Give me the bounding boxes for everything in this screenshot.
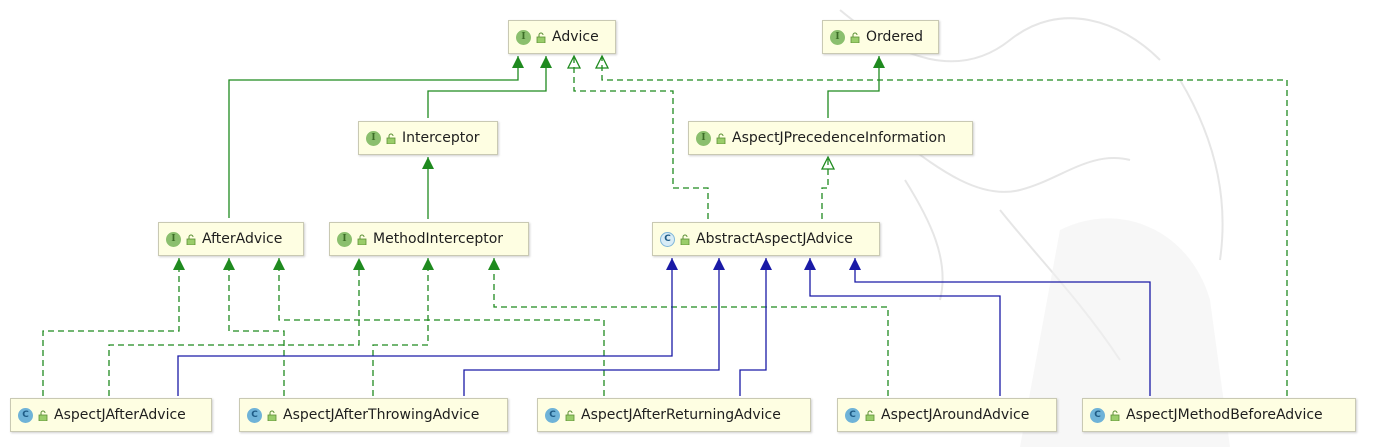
arrowhead (594, 54, 610, 69)
node-aspectj-after-returning-advice[interactable]: C AspectJAfterReturningAdvice (537, 398, 811, 432)
node-label: Ordered (866, 29, 923, 45)
interface-icon: I (366, 130, 381, 146)
edge-after-throwing-abstract (463, 258, 720, 396)
unlock-icon (267, 410, 277, 421)
edge-after-advice-abstract (177, 258, 673, 396)
edge-abstract-precedence (821, 157, 829, 219)
node-aspectj-after-throwing-advice[interactable]: C AspectJAfterThrowingAdvice (239, 398, 508, 432)
arrowhead (760, 258, 772, 270)
unlock-icon (1110, 410, 1120, 421)
arrowhead (422, 258, 434, 270)
node-abstract-aspectj-advice[interactable]: C AbstractAspectJAdvice (652, 222, 880, 256)
node-advice[interactable]: I Advice (508, 20, 616, 54)
arrowhead (666, 258, 678, 270)
edge-precedence-ordered (827, 56, 880, 118)
interface-icon: I (830, 29, 845, 45)
arrowhead (540, 56, 552, 68)
unlock-icon (680, 234, 690, 245)
node-interceptor[interactable]: I Interceptor (358, 121, 498, 155)
edge-after-advice-methodinterceptor (108, 258, 360, 396)
node-label: AspectJMethodBeforeAdvice (1126, 407, 1323, 423)
arrowhead (873, 56, 885, 68)
interface-icon: I (337, 231, 352, 247)
node-after-advice[interactable]: I AfterAdvice (158, 222, 304, 256)
interface-icon: I (516, 29, 531, 45)
class-icon: C (1090, 407, 1105, 423)
edge-before-abstract (854, 258, 1151, 396)
class-icon: C (247, 407, 262, 423)
node-aspectj-after-advice[interactable]: C AspectJAfterAdvice (10, 398, 212, 432)
class-icon: C (545, 407, 560, 423)
node-label: Interceptor (402, 130, 480, 146)
unlock-icon (186, 234, 196, 245)
node-label: AspectJAfterReturningAdvice (581, 407, 781, 423)
arrowhead (422, 157, 434, 169)
unlock-icon (716, 133, 726, 144)
node-label: AfterAdvice (202, 231, 283, 247)
node-label: AspectJAfterAdvice (54, 407, 186, 423)
arrowhead (566, 54, 582, 69)
node-label: AbstractAspectJAdvice (696, 231, 853, 247)
edge-after-throwing-methodinterceptor (372, 258, 429, 396)
abstract-class-icon: C (660, 231, 675, 247)
edge-after-advice-afteradvice (42, 258, 180, 396)
class-icon: C (845, 407, 860, 423)
arrowhead (273, 258, 285, 270)
arrowhead (353, 258, 365, 270)
edge-after-returning-afteradvice (278, 258, 605, 396)
unlock-icon (536, 32, 546, 43)
node-aspectj-around-advice[interactable]: C AspectJAroundAdvice (837, 398, 1057, 432)
arrowhead (512, 56, 524, 68)
edge-around-abstract (809, 258, 1001, 396)
node-aspectj-method-before-advice[interactable]: C AspectJMethodBeforeAdvice (1082, 398, 1356, 432)
edge-after-throwing-afteradvice (228, 258, 285, 396)
node-label: AspectJAroundAdvice (881, 407, 1030, 423)
node-ordered[interactable]: I Ordered (822, 20, 939, 54)
node-aspectj-precedence-information[interactable]: I AspectJPrecedenceInformation (688, 121, 973, 155)
edge-around-methodinterceptor (493, 258, 889, 396)
unlock-icon (850, 32, 860, 43)
edge-abstract-advice (573, 56, 709, 219)
arrowhead (713, 258, 725, 270)
arrowhead (849, 258, 861, 270)
edge-after-returning-abstract (739, 258, 767, 396)
unlock-icon (386, 133, 396, 144)
arrowhead (820, 155, 836, 170)
arrowhead (223, 258, 235, 270)
unlock-icon (38, 410, 48, 421)
node-label: MethodInterceptor (373, 231, 504, 247)
unlock-icon (357, 234, 367, 245)
arrowhead (804, 258, 816, 270)
class-icon: C (18, 407, 33, 423)
unlock-icon (565, 410, 575, 421)
interface-icon: I (696, 130, 711, 146)
edge-interceptor-advice (427, 56, 547, 118)
node-method-interceptor[interactable]: I MethodInterceptor (329, 222, 529, 256)
interface-icon: I (166, 231, 181, 247)
arrowhead (173, 258, 185, 270)
arrowhead (488, 258, 500, 270)
node-label: AspectJAfterThrowingAdvice (283, 407, 480, 423)
node-label: AspectJPrecedenceInformation (732, 130, 946, 146)
unlock-icon (865, 410, 875, 421)
node-label: Advice (552, 29, 599, 45)
